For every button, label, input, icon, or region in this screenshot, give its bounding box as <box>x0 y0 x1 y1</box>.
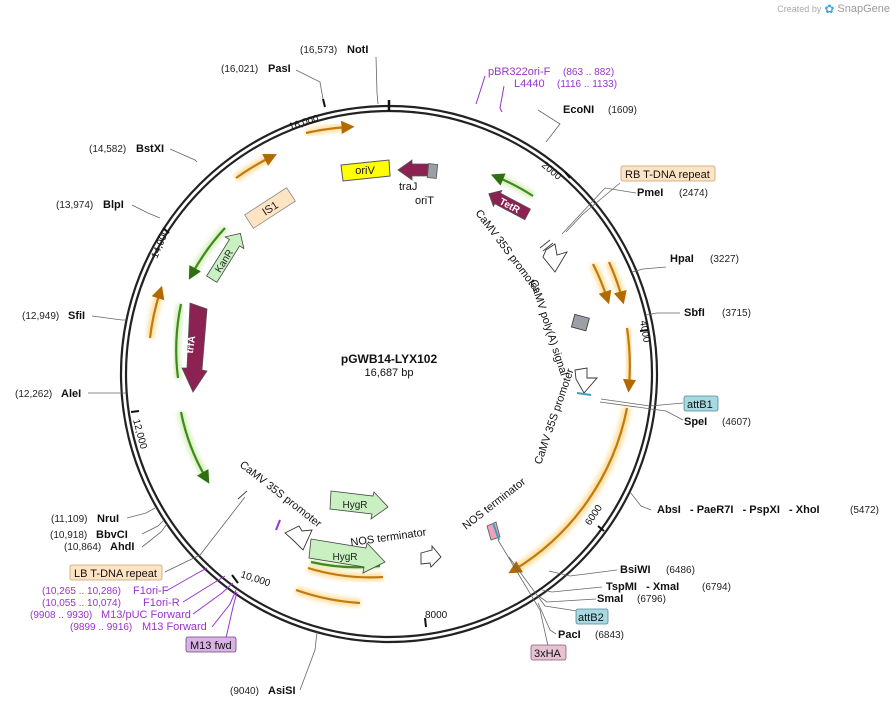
camv-polya-label: CaMV poly(A) signal <box>527 278 569 377</box>
trfa-label: trfA <box>185 335 198 354</box>
box-leaders <box>164 182 684 647</box>
svg-text:10,000: 10,000 <box>239 569 272 589</box>
hygr2-feature[interactable]: HygR <box>308 538 386 574</box>
snapgene-logo-icon: ✿ <box>824 2 835 16</box>
trfa-feature[interactable]: trfA <box>181 302 208 393</box>
svg-text:2000: 2000 <box>539 160 563 183</box>
hygr1-label: HygR <box>342 500 367 511</box>
kanr-feature[interactable]: KanR <box>202 228 249 285</box>
oriv-feature[interactable]: oriV <box>340 159 391 182</box>
svg-text:4000: 4000 <box>637 320 652 344</box>
hygr2-label: HygR <box>332 552 357 563</box>
hygr1-feature[interactable]: HygR <box>329 490 389 520</box>
site-leaders <box>88 56 684 691</box>
orit-block[interactable] <box>426 163 439 179</box>
is1-feature[interactable]: IS1 <box>244 187 296 229</box>
brand-name: SnapGene <box>837 3 890 15</box>
camv35s-c-label: CaMV 35S promoter <box>237 459 324 530</box>
snapgene-brand[interactable]: Created by ✿ SnapGene <box>777 2 890 16</box>
feature-arcs-orange[interactable] <box>146 120 637 607</box>
traj-feature[interactable]: traJ oriT <box>397 159 439 207</box>
promoter-arrows[interactable] <box>284 243 598 568</box>
oriv-label: oriV <box>355 165 375 177</box>
svg-text:14,000: 14,000 <box>150 227 172 260</box>
brand-prefix: Created by <box>777 4 822 14</box>
plasmid-size: 16,687 bp <box>365 367 414 379</box>
svg-text:8000: 8000 <box>425 610 448 621</box>
nos-term-a-label: NOS terminator <box>350 526 428 549</box>
traj-label: traJ <box>399 181 417 193</box>
plasmid-name: pGWB14-LYX102 <box>341 352 438 366</box>
inner-small-marks <box>237 239 592 541</box>
camv35s-b-label: CaMV 35S promoter <box>532 367 576 466</box>
orit-label: oriT <box>415 195 434 207</box>
primer-leaders <box>165 75 505 639</box>
polya-block[interactable] <box>570 313 590 332</box>
